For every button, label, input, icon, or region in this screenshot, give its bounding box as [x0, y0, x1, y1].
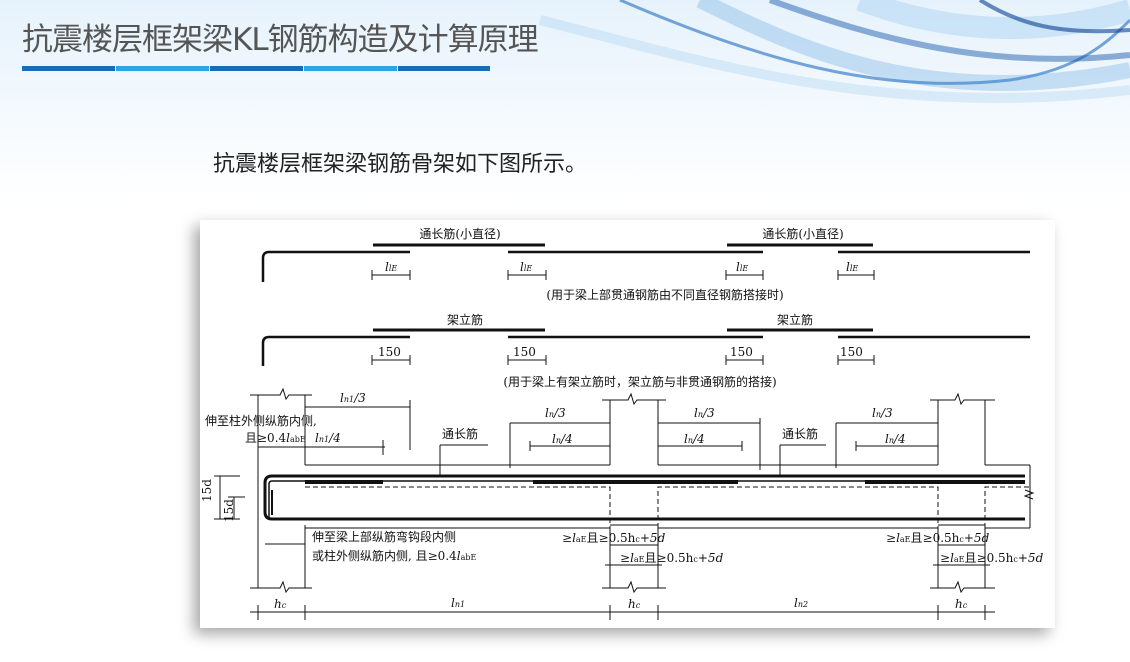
hook-15d-label: 15d [222, 499, 236, 522]
ln1-div3-label: ln1/3 [340, 391, 366, 405]
hc-label: hc [628, 597, 641, 611]
title-underline-segment [304, 66, 397, 71]
bottom-anchor-note-1: 伸至梁上部纵筋弯钩段内侧 [312, 529, 456, 544]
title-underline-segment [116, 66, 209, 71]
anchor-length-label: ≥laE且≥0.5hc+5d [620, 551, 724, 565]
hc-label: hc [955, 597, 968, 611]
through-bar-label: 通长筋 [782, 426, 818, 441]
ln-div3-label: ln/3 [872, 406, 893, 420]
hc-label: hc [274, 597, 287, 611]
anchor-length-label: ≥laE且≥0.5hc+5d [562, 531, 666, 545]
row1-bar-left [261, 250, 410, 282]
lap-150-label: 150 [378, 345, 401, 359]
ln-div4-label: ln/4 [885, 432, 906, 446]
row2-label-left: 架立筋 [447, 312, 483, 327]
lap-length-label: llE [520, 260, 532, 274]
rebar-diagram: 通长筋(小直径) 通长筋(小直径) llE llE llE llE (用于梁上部… [200, 226, 1044, 620]
title-underline-segment [210, 66, 303, 71]
lap-150-label: 150 [730, 345, 753, 359]
ln-div4-label: ln/4 [552, 432, 573, 446]
hook-15d-label: 15d [200, 479, 214, 502]
lap-length-label: llE [846, 260, 858, 274]
row1-label-left: 通长筋(小直径) [419, 226, 500, 241]
bottom-anchor-note-2: 或柱外侧纵筋内侧, 且≥0.4labE [312, 548, 477, 563]
lap-150-label: 150 [840, 345, 863, 359]
left-anchor-note-2: 且≥0.4labE [245, 431, 306, 445]
anchor-length-label: ≥laE且≥0.5hc+5d [886, 531, 990, 545]
page-title: 抗震楼层框架梁KL钢筋构造及计算原理 [22, 22, 539, 58]
lap-150-label: 150 [513, 345, 536, 359]
rebar-diagram-figure: 通长筋(小直径) 通长筋(小直径) llE llE llE llE (用于梁上部… [200, 220, 1055, 628]
lap-length-label: llE [385, 260, 397, 274]
left-anchor-note-1: 伸至柱外侧纵筋内侧, [205, 413, 317, 428]
slide-subtitle: 抗震楼层框架梁钢筋骨架如下图所示。 [213, 152, 588, 177]
anchor-length-label: ≥laE且≥0.5hc+5d [940, 551, 1044, 565]
ln2-label: ln2 [794, 596, 808, 610]
row1-label-right: 通长筋(小直径) [762, 226, 843, 241]
row2-note: (用于梁上有架立筋时，架立筋与非贯通钢筋的搭接) [503, 374, 776, 389]
title-underline-segment [22, 66, 115, 71]
ln-div3-label: ln/3 [545, 406, 566, 420]
decorative-wave-graphic [538, 0, 1130, 104]
ln1-label: ln1 [451, 596, 465, 610]
ln-div4-label: ln/4 [684, 432, 705, 446]
row2-label-right: 架立筋 [777, 312, 813, 327]
row1-note: (用于梁上部贯通钢筋由不同直径钢筋搭接时) [546, 287, 783, 302]
ln-div3-label: ln/3 [694, 406, 715, 420]
ln1-div4-label: ln1/4 [315, 431, 341, 445]
lap-length-label: llE [736, 260, 748, 274]
through-bar-label: 通长筋 [442, 426, 478, 441]
title-underline-segment [398, 66, 490, 71]
